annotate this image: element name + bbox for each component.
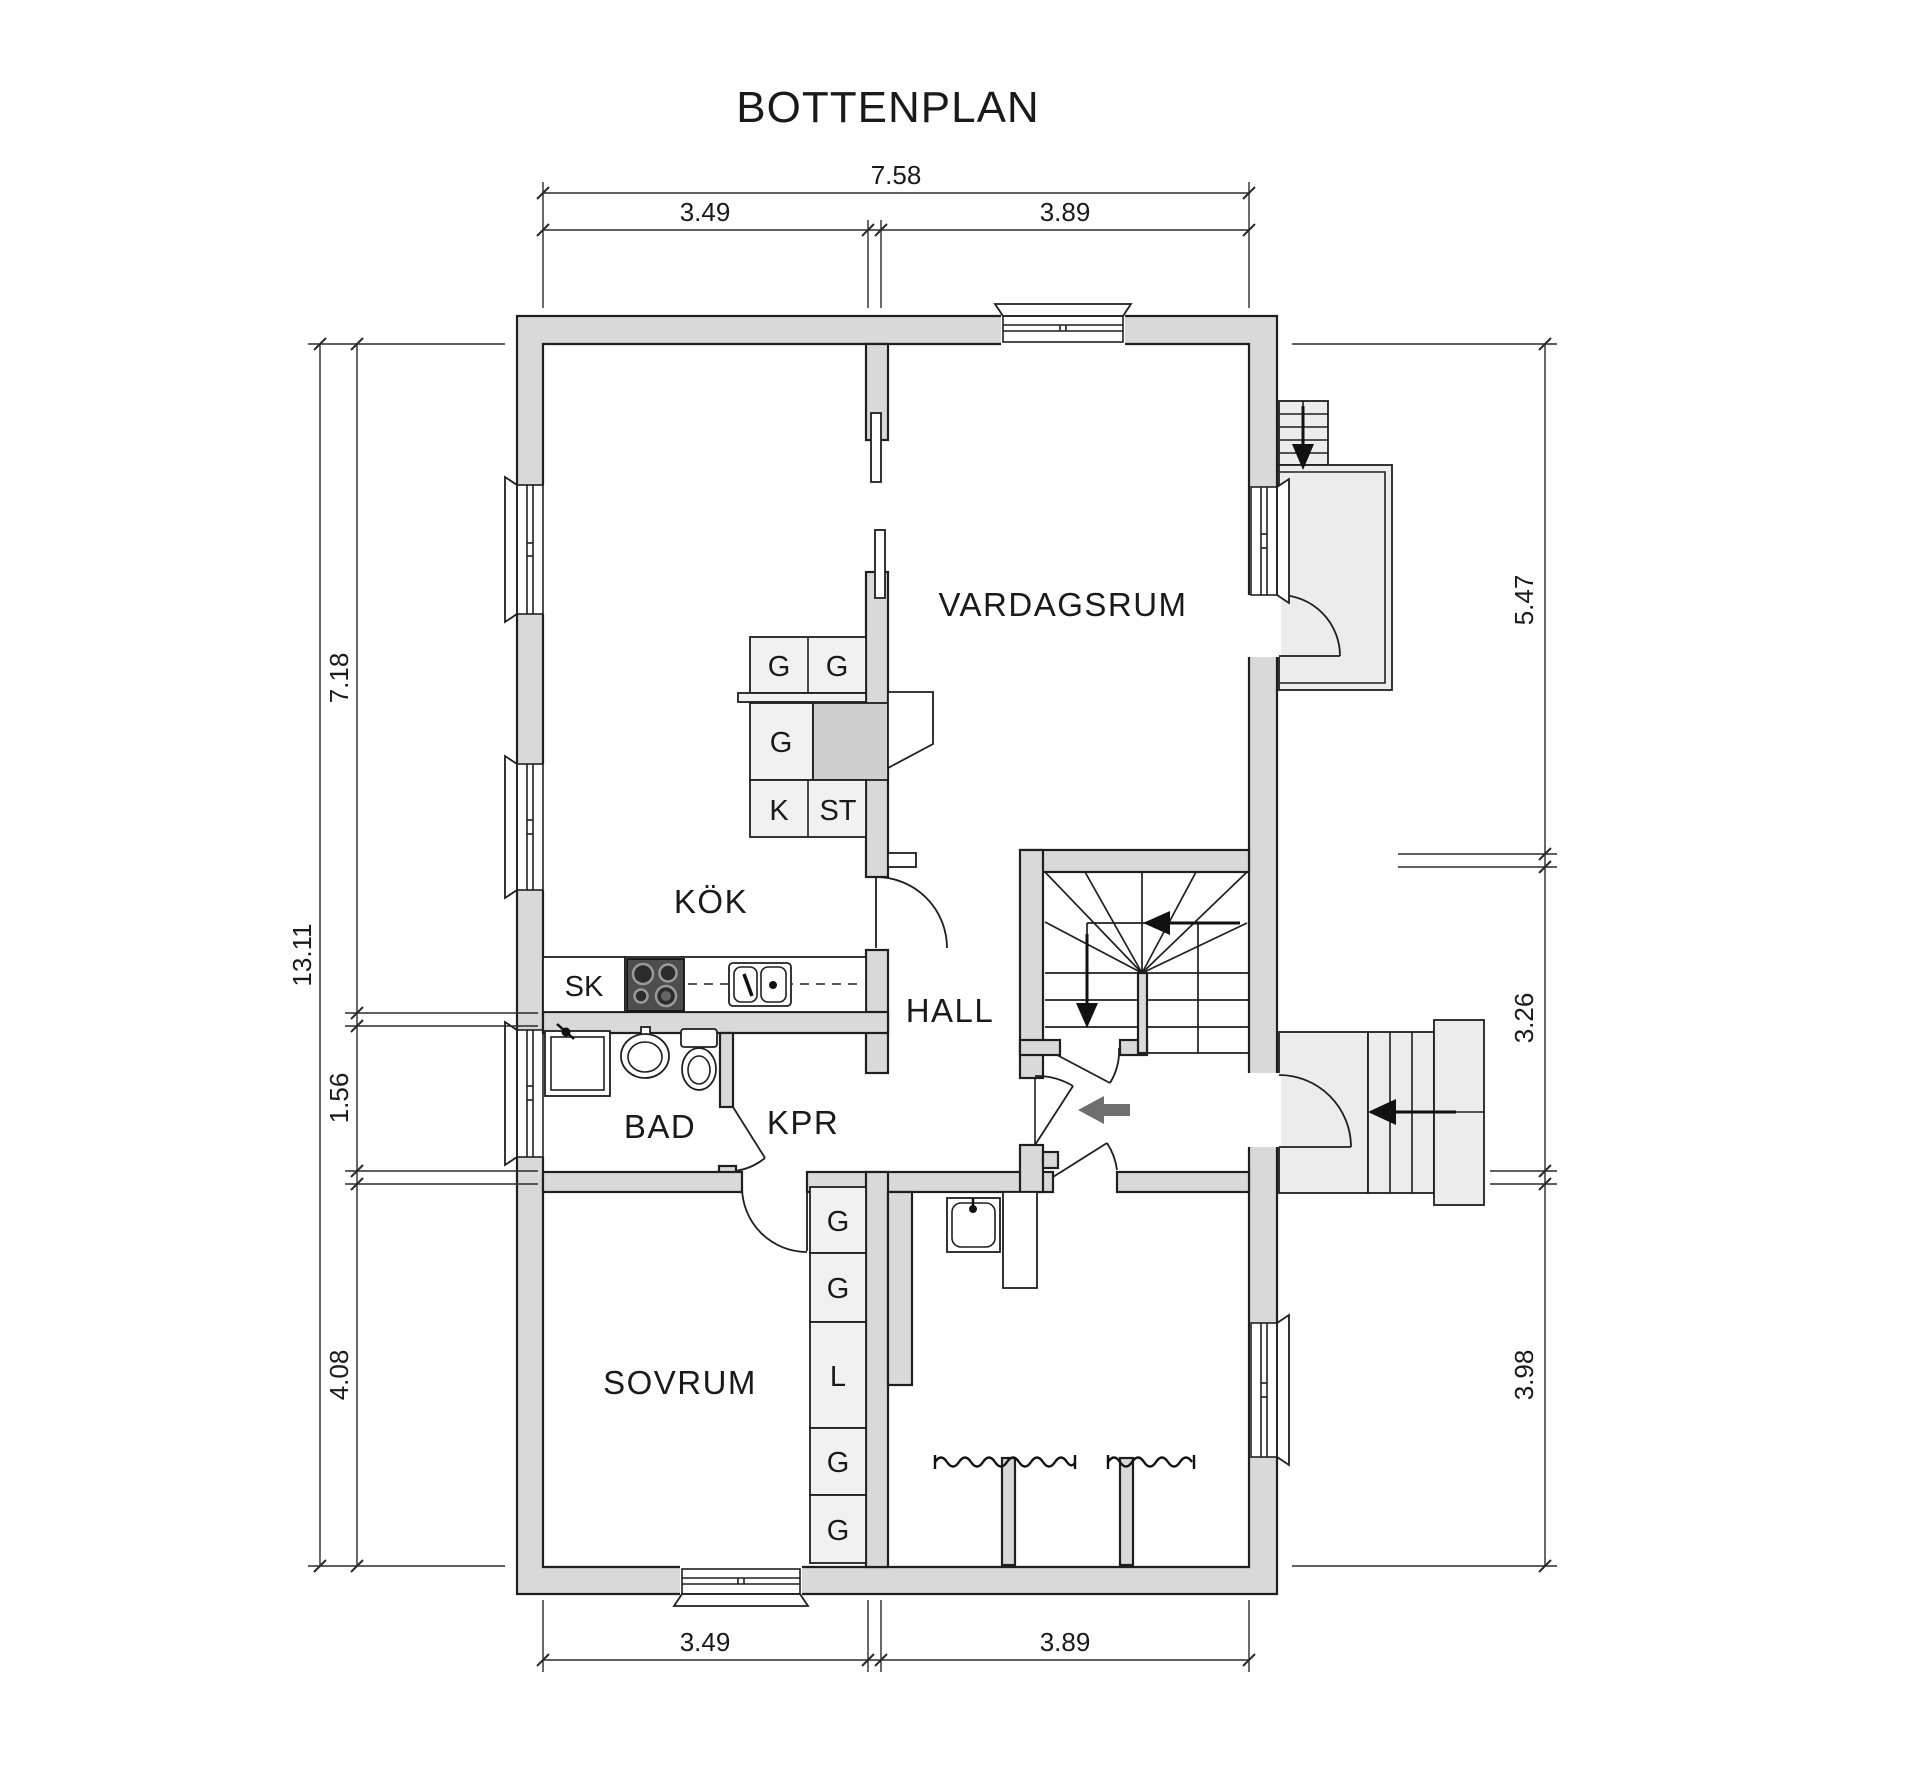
cabinet-label-g3: G <box>770 727 793 759</box>
dimensions-bottom: 3.49 3.89 <box>536 1600 1256 1672</box>
windows <box>504 303 1290 1607</box>
dim-width-right: 3.89 <box>1040 197 1091 227</box>
dim-left-bottom: 4.08 <box>324 1350 354 1401</box>
wall-openings <box>514 314 1282 1596</box>
basement-door <box>1056 1047 1120 1084</box>
stair-up-arrow-icon <box>1143 911 1240 935</box>
stove-icon <box>626 958 685 1012</box>
cabinet-label-k: K <box>769 795 789 827</box>
dim-right-middle: 3.26 <box>1509 993 1539 1044</box>
dim-width-left: 3.49 <box>680 197 731 227</box>
fireplace-icon <box>887 691 934 770</box>
chimney <box>812 702 889 781</box>
dimensions-left: 13.11 7.18 1.56 4.08 <box>287 337 538 1573</box>
label-bedroom: SOVRUM <box>603 1364 757 1401</box>
utility-room-door <box>1052 1142 1118 1178</box>
kitchen-cabinets: G G G K ST <box>737 636 934 838</box>
porch-door <box>1279 594 1341 657</box>
label-bathroom: BAD <box>624 1108 696 1145</box>
cabinet-label-st: ST <box>819 795 856 827</box>
dimensions-right: 5.47 3.26 3.98 <box>1292 337 1557 1573</box>
dim-right-top: 5.47 <box>1509 575 1539 626</box>
dim-width-right-bottom: 3.89 <box>1040 1627 1091 1657</box>
page-title: BOTTENPLAN <box>736 83 1039 132</box>
label-closet-room: KPR <box>767 1104 839 1141</box>
window-left-3 <box>504 1020 544 1167</box>
label-hall: HALL <box>906 992 995 1029</box>
hall-door <box>1034 1075 1074 1146</box>
bedroom-door <box>741 1186 808 1253</box>
closet-label-g3: G <box>827 1447 850 1479</box>
window-left-1 <box>504 475 544 624</box>
closet-label-g2: G <box>827 1273 850 1305</box>
entry-arrow-icon <box>1078 1096 1130 1124</box>
dimensions-top: 7.58 3.49 3.89 <box>536 160 1256 308</box>
utility-sink-icon <box>946 1197 1001 1253</box>
toilet-icon <box>680 1028 718 1091</box>
window-right-1 <box>1250 477 1290 605</box>
cabinet-label-g2: G <box>826 651 849 683</box>
dim-right-bottom: 3.98 <box>1509 1350 1539 1401</box>
entrance-door <box>1278 1074 1352 1148</box>
entry-steps-arrow-icon <box>1368 1099 1456 1125</box>
window-bottom <box>672 1568 810 1607</box>
dim-overall-width: 7.58 <box>871 160 922 190</box>
sliding-door <box>870 412 886 599</box>
room-labels: VARDAGSRUM KÖK HALL BAD KPR SOVRUM <box>603 586 1187 1401</box>
staircase <box>1044 871 1249 1054</box>
hanging-rail-icons <box>933 1455 1196 1469</box>
doors <box>732 412 1352 1253</box>
utility-room-fixtures <box>933 1197 1196 1469</box>
kitchen-sink-icon <box>728 962 792 1007</box>
cabinet-label-g1: G <box>768 651 791 683</box>
label-living-room: VARDAGSRUM <box>938 586 1187 623</box>
stair-down-arrow-icon <box>1076 934 1098 1028</box>
closet-label-g4: G <box>827 1515 850 1547</box>
window-top <box>993 303 1133 343</box>
cabinet-label-sk: SK <box>565 971 604 1003</box>
kitchen-counter: SK <box>542 956 867 1013</box>
dim-left-middle: 1.56 <box>324 1073 354 1124</box>
window-left-2 <box>504 754 544 900</box>
porch-down-arrow-icon <box>1292 406 1314 470</box>
dim-overall-height: 13.11 <box>287 923 317 986</box>
bathroom-door <box>732 1106 766 1172</box>
kitchen-door <box>875 876 948 949</box>
window-right-2 <box>1250 1313 1290 1467</box>
closet-label-l: L <box>830 1361 846 1393</box>
bathroom-fixtures <box>544 1023 718 1097</box>
dim-width-left-bottom: 3.49 <box>680 1627 731 1657</box>
washbasin-icon <box>620 1026 670 1079</box>
shower-icon <box>544 1023 611 1097</box>
dim-left-top: 7.18 <box>324 653 354 704</box>
label-kitchen: KÖK <box>674 883 748 920</box>
exterior-walls <box>515 314 1279 1596</box>
bedroom-closets: G G L G G <box>809 1186 867 1564</box>
closet-label-g1: G <box>827 1206 850 1238</box>
